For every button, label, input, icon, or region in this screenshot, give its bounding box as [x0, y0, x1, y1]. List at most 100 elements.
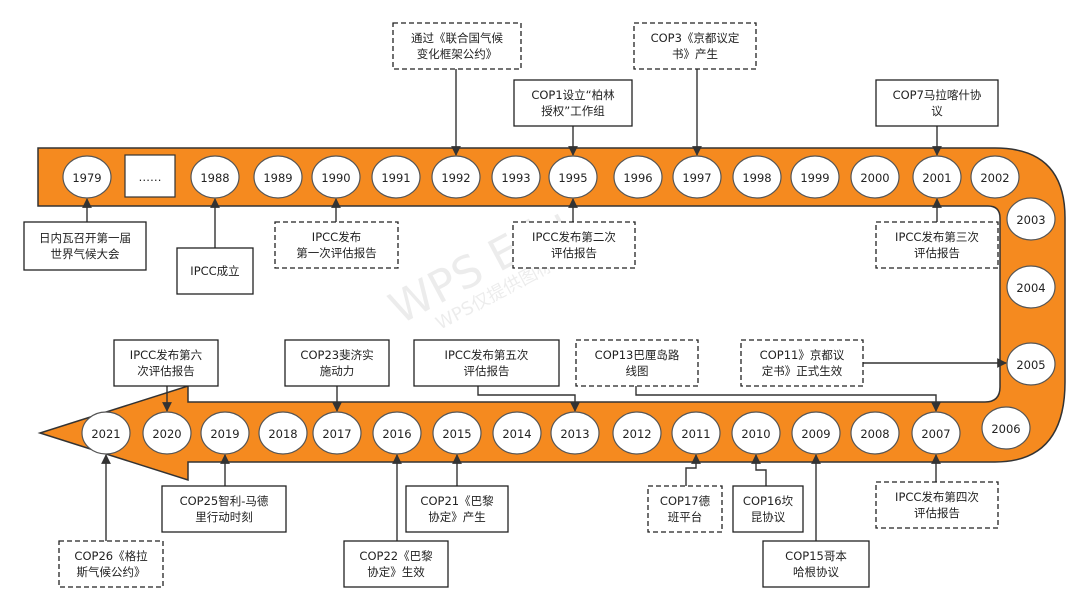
event-box-frame — [762, 540, 870, 588]
ellipsis-text: …… — [139, 170, 162, 184]
year-node-1988: 1988 — [190, 155, 240, 199]
event-text: COP25智利-马德 — [180, 494, 269, 508]
year-label: 1992 — [441, 171, 470, 185]
year-node-circle — [613, 155, 663, 199]
event-text: 线图 — [626, 364, 649, 378]
event-box-frame — [512, 221, 636, 269]
year-node-2005: 2005 — [1006, 342, 1056, 386]
event-text: COP22《巴黎 — [359, 549, 433, 563]
year-node-circle — [253, 155, 303, 199]
event-text: 施动力 — [320, 364, 355, 378]
year-node-circle — [1006, 265, 1056, 309]
event-box-frame — [875, 221, 999, 269]
year-label: 2015 — [442, 427, 471, 441]
year-node-circle — [912, 155, 962, 199]
year-label: 2009 — [801, 427, 830, 441]
event-box-frame — [633, 22, 757, 70]
event-text: COP23斐济实 — [300, 348, 373, 362]
year-node-2001: 2001 — [912, 155, 962, 199]
year-label: 2005 — [1016, 358, 1045, 372]
year-label: 1991 — [381, 171, 410, 185]
year-node-circle — [548, 155, 598, 199]
year-label: 2017 — [322, 427, 351, 441]
year-node-2002: 2002 — [970, 155, 1020, 199]
event-text: 世界气候大会 — [51, 247, 120, 261]
event-text: 次评估报告 — [137, 364, 195, 378]
event-text: 评估报告 — [551, 246, 597, 260]
year-node-2000: 2000 — [850, 155, 900, 199]
year-node-2013: 2013 — [550, 411, 600, 455]
year-node-circle — [731, 411, 781, 455]
event-text: IPCC发布第四次 — [895, 490, 979, 504]
year-label: 2007 — [921, 427, 950, 441]
event-text: COP7马拉喀什协 — [893, 88, 982, 102]
event-box-frame — [875, 79, 999, 127]
year-node-2008: 2008 — [850, 411, 900, 455]
year-node-2011: 2011 — [671, 411, 721, 455]
year-label: 2020 — [152, 427, 181, 441]
year-node-circle — [200, 411, 250, 455]
year-node-circle — [550, 411, 600, 455]
event-text: IPCC发布 — [312, 230, 361, 244]
year-node-2014: 2014 — [492, 411, 542, 455]
year-node-1992: 1992 — [431, 155, 481, 199]
year-node-circle — [911, 411, 961, 455]
year-node-2018: 2018 — [258, 411, 308, 455]
year-label: 2010 — [741, 427, 770, 441]
event-text: 斯气候公约》 — [77, 565, 146, 579]
event-box-frame — [732, 485, 804, 533]
year-node-circle — [311, 155, 361, 199]
year-node-2004: 2004 — [1006, 265, 1056, 309]
event-box-frame — [875, 481, 999, 529]
year-label: 2012 — [622, 427, 651, 441]
event-text: 哈根协议 — [793, 565, 839, 579]
year-label: 2016 — [382, 427, 411, 441]
year-label: 2001 — [922, 171, 951, 185]
year-node-1979: 1979 — [62, 155, 112, 199]
year-label: 1989 — [263, 171, 292, 185]
year-node-circle — [981, 406, 1031, 450]
year-node-2015: 2015 — [432, 411, 482, 455]
year-node-1998: 1998 — [732, 155, 782, 199]
year-node-2012: 2012 — [612, 411, 662, 455]
year-label: 2004 — [1016, 281, 1045, 295]
event-text: 日内瓦召开第一届 — [39, 231, 131, 245]
event-box-frame — [740, 339, 864, 387]
event-text: 评估报告 — [914, 246, 960, 260]
event-text: 议 — [931, 104, 943, 118]
year-node-circle — [491, 155, 541, 199]
year-node-2020: 2020 — [142, 411, 192, 455]
year-node-circle — [258, 411, 308, 455]
event-text: IPCC发布第五次 — [445, 348, 529, 362]
event-text: IPCC发布第六 — [130, 348, 202, 362]
year-label: 1979 — [72, 171, 101, 185]
year-node-1995: 1995 — [548, 155, 598, 199]
year-node-circle — [312, 411, 362, 455]
year-label: 2013 — [560, 427, 589, 441]
event-text: 变化框架公约》 — [417, 47, 498, 61]
event-box-frame — [161, 485, 287, 533]
event-text: COP21《巴黎 — [420, 494, 494, 508]
event-text: COP1设立“柏林 — [531, 88, 615, 102]
year-node-2021: 2021 — [81, 411, 131, 455]
event-box-frame — [274, 221, 399, 269]
year-node-circle — [1006, 342, 1056, 386]
year-node-circle — [190, 155, 240, 199]
year-label: 2002 — [980, 171, 1009, 185]
event-box-frame — [405, 485, 509, 533]
year-node-circle — [672, 155, 722, 199]
event-text: IPCC发布第三次 — [895, 230, 979, 244]
event-box-frame — [647, 485, 723, 533]
year-label: 2018 — [268, 427, 297, 441]
